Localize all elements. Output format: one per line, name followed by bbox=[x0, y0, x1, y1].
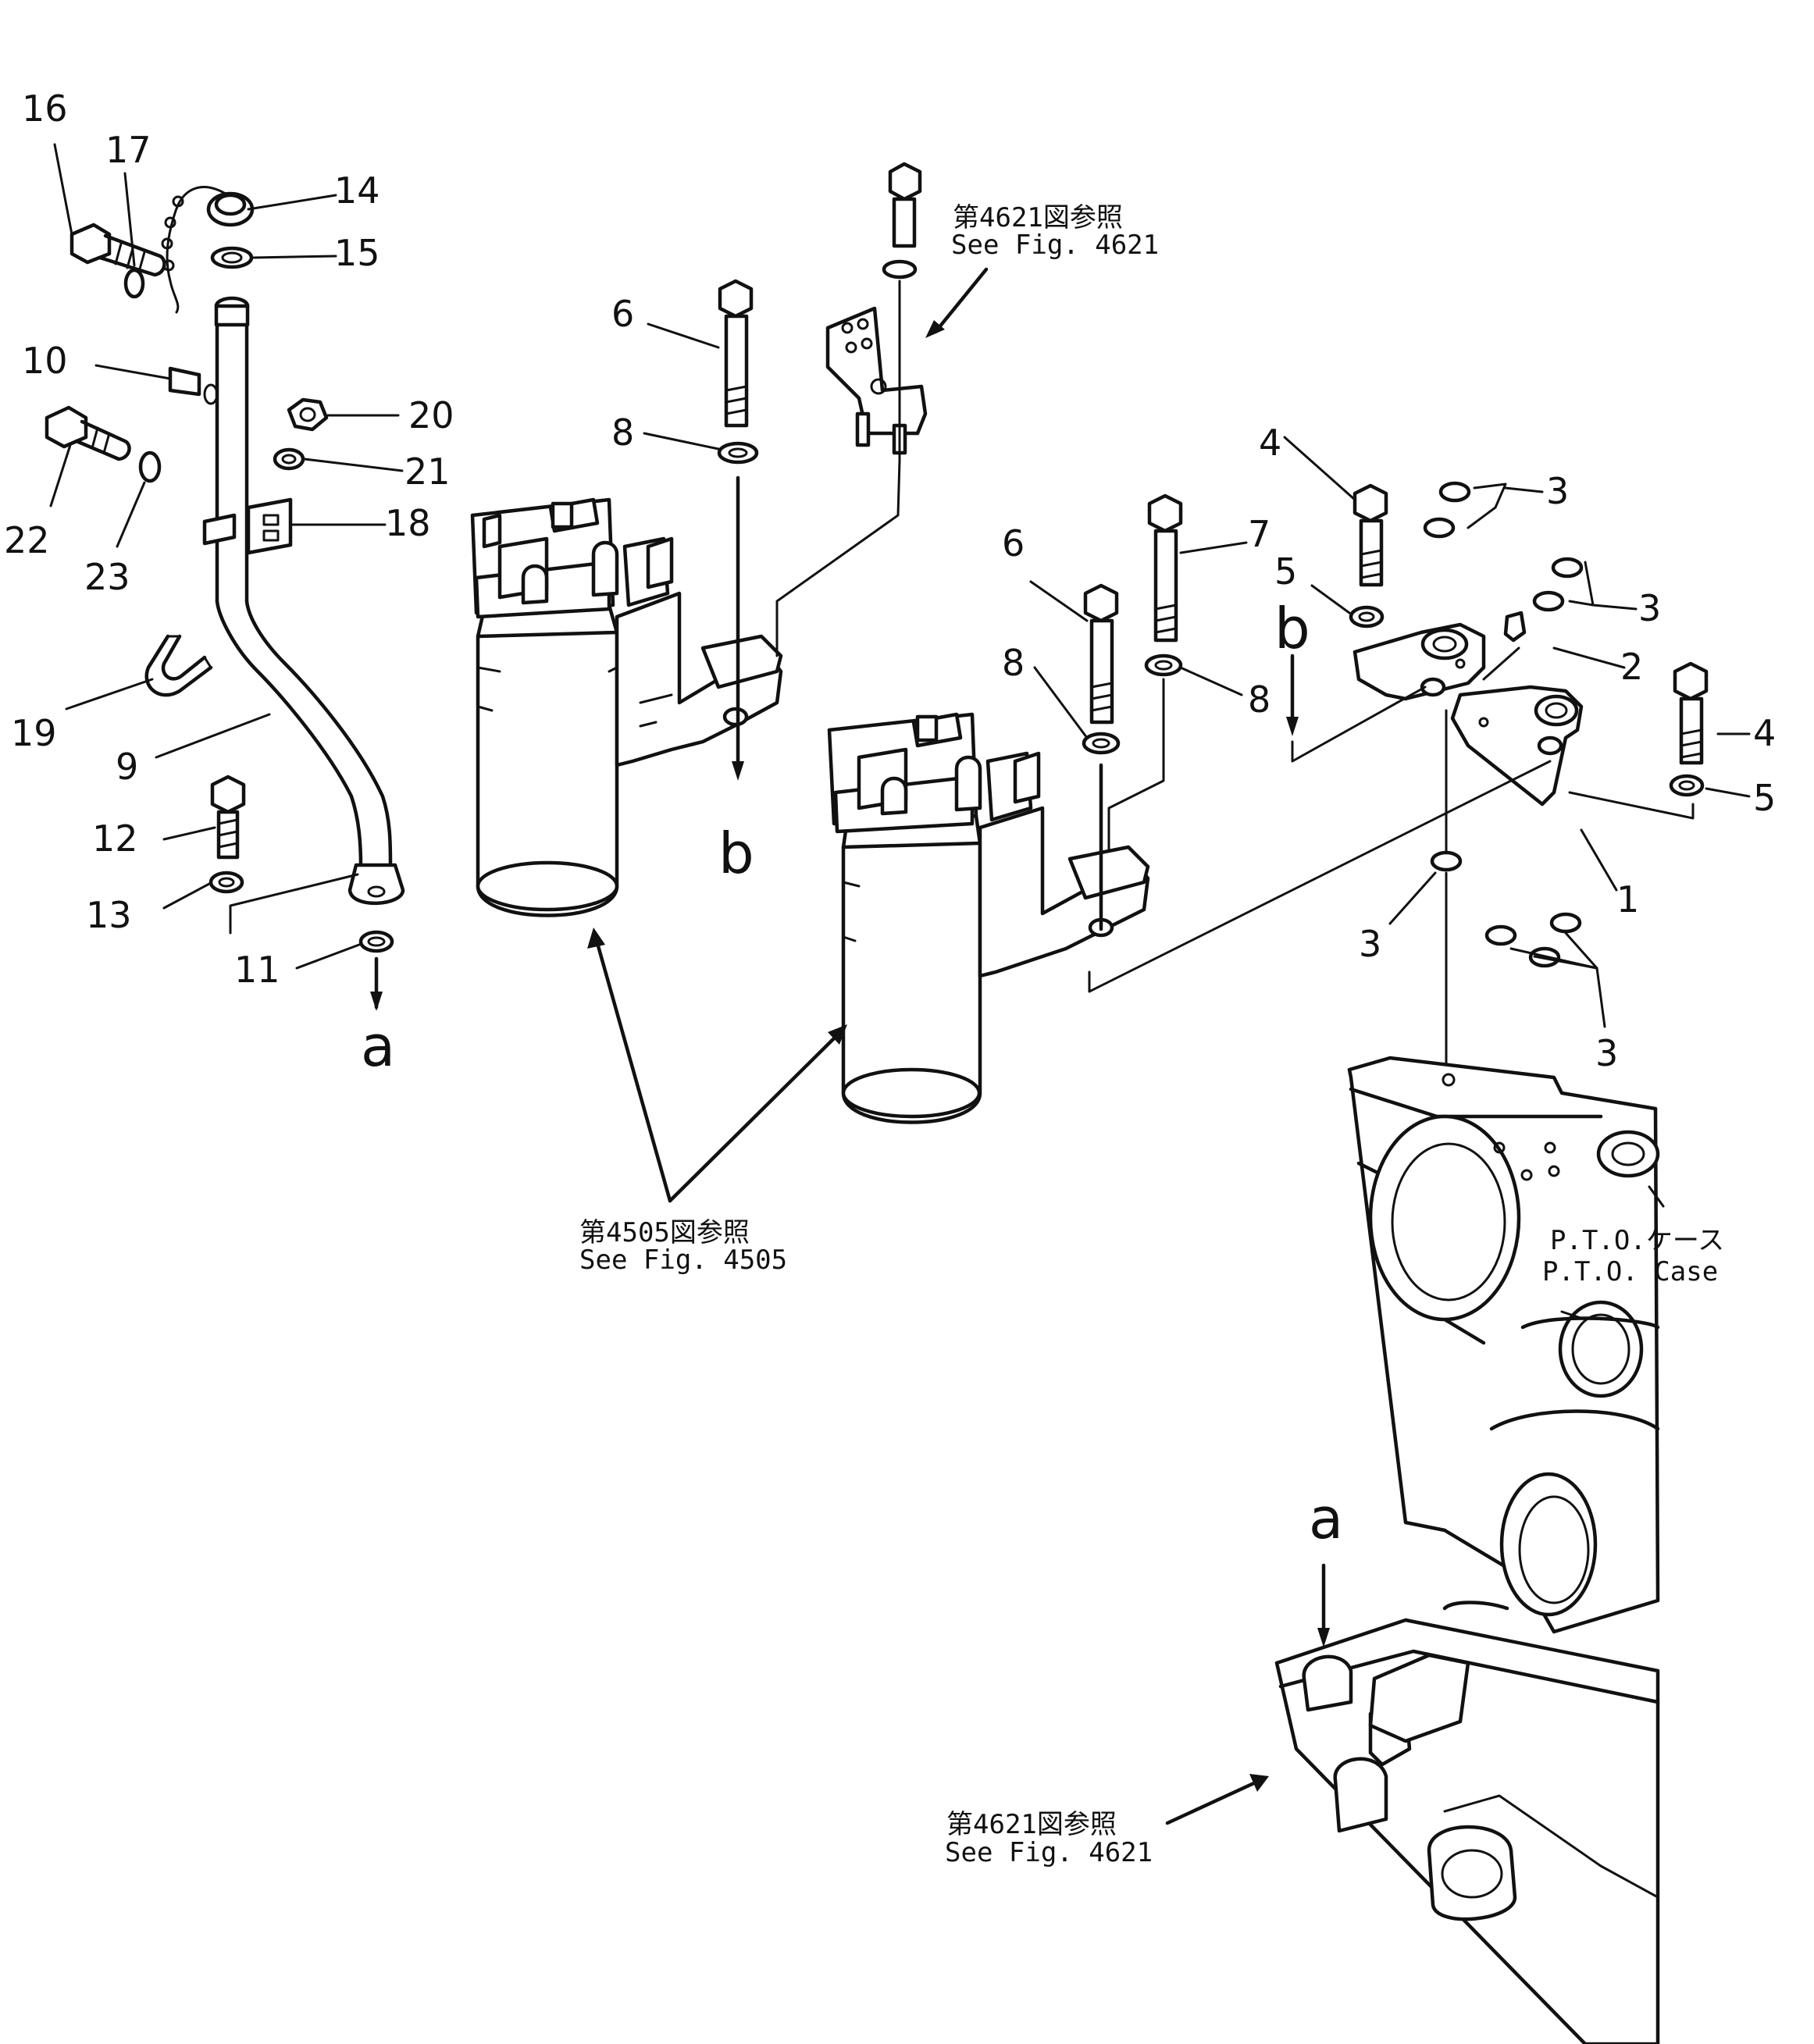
washer-17-drawing bbox=[123, 268, 145, 299]
part-label-12: 12 bbox=[92, 817, 138, 860]
plug-2-drawing bbox=[1503, 611, 1527, 643]
ref-fig4505-en: See Fig. 4505 bbox=[579, 1245, 787, 1276]
pto-case-label-en: P.T.O. Case bbox=[1542, 1256, 1718, 1287]
washer-5-right-drawing bbox=[1669, 774, 1705, 797]
part-label-15: 15 bbox=[334, 232, 380, 274]
bracket-18-drawing bbox=[202, 497, 293, 555]
part-labels: 16 17 14 15 10 20 21 18 22 23 19 9 12 13… bbox=[4, 87, 1776, 1551]
washer-8-right-drawing bbox=[1144, 653, 1183, 677]
part-label-1: 1 bbox=[1616, 878, 1639, 921]
part-label-3-c: 3 bbox=[1359, 923, 1381, 965]
ref-fig4505-ja: 第4505図参照 bbox=[579, 1217, 750, 1248]
washer-8-lower-drawing bbox=[1082, 732, 1121, 755]
o-rings-3-drawing bbox=[1423, 481, 1584, 968]
part-label-6-lower: 6 bbox=[1002, 522, 1025, 564]
bolt-12-drawing bbox=[210, 775, 246, 860]
washer-21-drawing bbox=[273, 447, 305, 471]
callout-a-lower: a bbox=[1309, 1486, 1343, 1551]
dipstick-tube-9-drawing bbox=[214, 296, 405, 906]
part-label-5-right: 5 bbox=[1753, 777, 1776, 819]
part-label-7: 7 bbox=[1248, 513, 1271, 555]
part-label-4-right: 4 bbox=[1753, 712, 1776, 754]
washer-23-drawing bbox=[138, 450, 162, 483]
callout-b-right: b bbox=[1274, 596, 1310, 661]
part-label-2: 2 bbox=[1620, 646, 1643, 688]
part-label-18: 18 bbox=[385, 502, 431, 544]
part-label-21: 21 bbox=[404, 450, 451, 493]
part-label-8-right: 8 bbox=[1248, 678, 1271, 721]
bolt-22-drawing bbox=[45, 405, 131, 461]
pto-case-drawing bbox=[1274, 1056, 1660, 2044]
part-label-13: 13 bbox=[86, 894, 132, 936]
part-label-16: 16 bbox=[22, 87, 68, 130]
part-label-23: 23 bbox=[84, 556, 130, 598]
part-label-22: 22 bbox=[4, 519, 50, 561]
part-label-6-upper: 6 bbox=[611, 293, 634, 335]
part-label-8-lower: 8 bbox=[1002, 642, 1025, 684]
washer-13-drawing bbox=[208, 871, 244, 894]
mounting-bracket-drawing bbox=[825, 162, 928, 455]
adapter-1-drawing bbox=[1352, 622, 1584, 807]
filter-housing-lower-drawing bbox=[827, 712, 1150, 1124]
u-clamp-19-drawing bbox=[144, 634, 213, 697]
bolt-16-drawing bbox=[69, 223, 166, 277]
ref-fig4621-top-en: See Fig. 4621 bbox=[951, 230, 1159, 261]
part-label-3-d: 3 bbox=[1595, 1032, 1618, 1074]
part-label-11: 11 bbox=[234, 949, 280, 991]
part-label-17: 17 bbox=[105, 129, 151, 171]
part-label-19: 19 bbox=[11, 712, 57, 754]
part-label-3-a: 3 bbox=[1546, 470, 1569, 512]
pto-case-label-ja: P.T.O.ケース bbox=[1550, 1225, 1724, 1256]
reference-notes: 第4621図参照 See Fig. 4621 第4505図参照 See Fig.… bbox=[579, 202, 1724, 1868]
bolt-6-upper-drawing bbox=[718, 279, 754, 428]
washer-5-left-drawing bbox=[1349, 605, 1385, 629]
ref-fig4621-top-ja: 第4621図参照 bbox=[953, 202, 1123, 233]
part-label-9: 9 bbox=[116, 746, 138, 788]
ref-fig4621-bottom-ja: 第4621図参照 bbox=[946, 1809, 1117, 1840]
elbow-10-drawing bbox=[168, 366, 219, 405]
part-label-20: 20 bbox=[408, 394, 454, 436]
nut-20-drawing bbox=[287, 397, 329, 432]
part-label-10: 10 bbox=[22, 340, 68, 382]
part-label-3-b: 3 bbox=[1638, 587, 1661, 629]
callout-a-upper: a bbox=[361, 1013, 395, 1079]
part-label-4-left: 4 bbox=[1259, 422, 1281, 464]
washer-8-upper-drawing bbox=[717, 441, 759, 465]
bolt-7-drawing bbox=[1147, 493, 1183, 643]
filter-housing-upper-drawing bbox=[470, 497, 783, 917]
callout-b-upper: b bbox=[718, 821, 754, 886]
part-label-8-upper: 8 bbox=[611, 411, 634, 454]
part-label-5-left: 5 bbox=[1274, 550, 1297, 593]
part-label-14: 14 bbox=[334, 169, 380, 212]
gasket-11-drawing bbox=[358, 930, 394, 953]
bolt-4-left-drawing bbox=[1352, 483, 1388, 587]
bolt-6-lower-drawing bbox=[1083, 583, 1119, 725]
oil-pipe-assembly bbox=[45, 186, 405, 1011]
bolt-4-right-drawing bbox=[1673, 661, 1709, 765]
ref-fig4621-bottom-en: See Fig. 4621 bbox=[945, 1837, 1153, 1868]
ring-15-drawing bbox=[210, 246, 254, 269]
leader-lines bbox=[49, 143, 1751, 1028]
